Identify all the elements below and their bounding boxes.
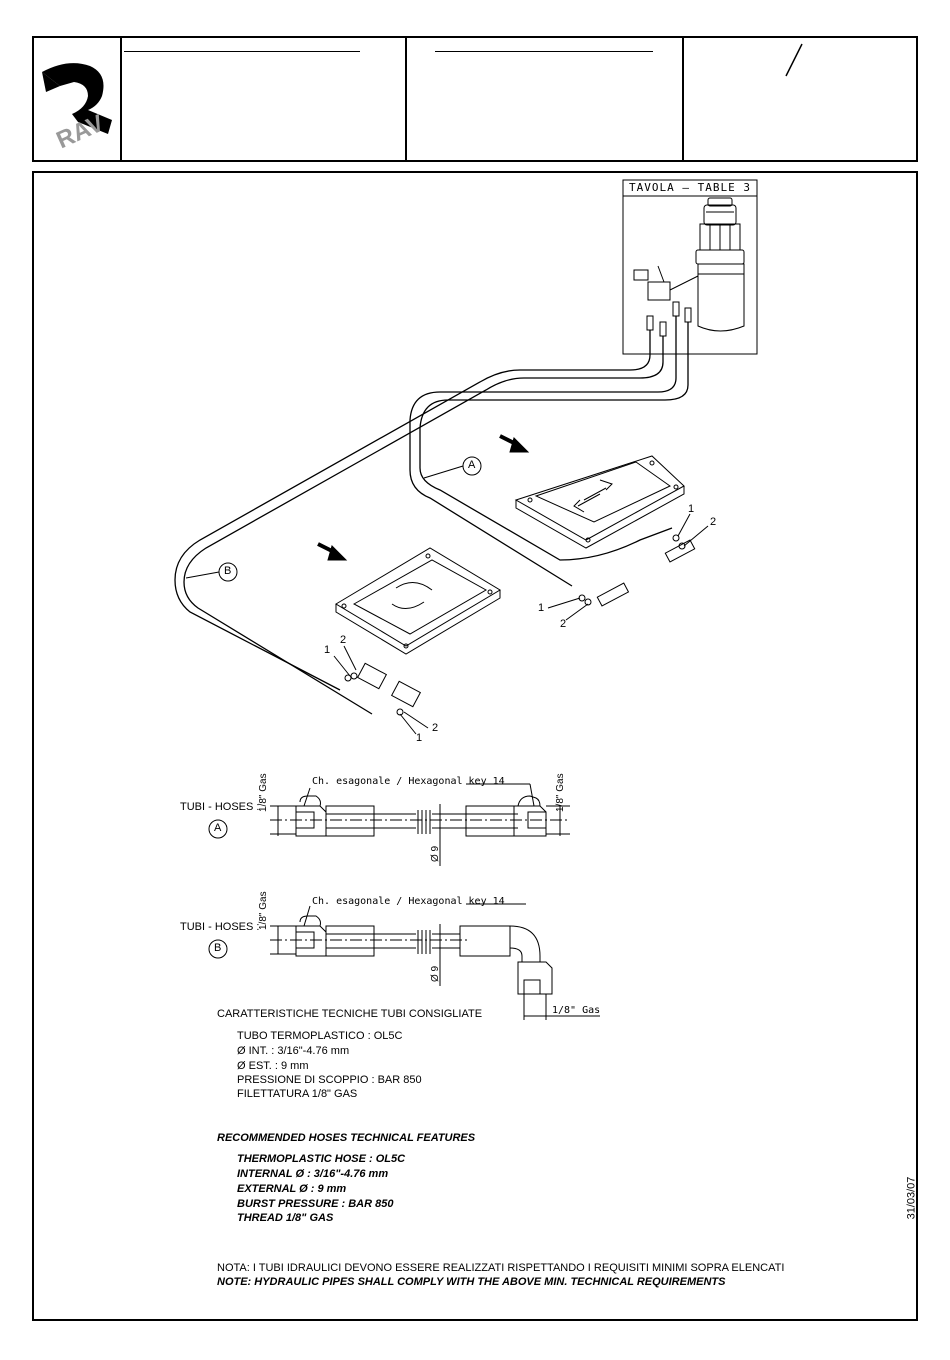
- callout-hose-b-section: B: [214, 942, 222, 954]
- header-field-line: [435, 51, 653, 52]
- part-number-2: 2: [340, 634, 347, 646]
- diameter-label: Ø 9: [430, 845, 441, 862]
- specs-en-line: BURST PRESSURE : BAR 850: [237, 1198, 394, 1210]
- plate-right: [514, 455, 685, 549]
- power-unit: [633, 197, 745, 332]
- hose-a-drawing: [270, 783, 570, 866]
- callout-hose-b: B: [224, 565, 232, 577]
- specs-it-line: Ø INT. : 3/16"-4.76 mm: [237, 1045, 350, 1057]
- specs-en-line: INTERNAL Ø : 3/16"-4.76 mm: [237, 1168, 389, 1180]
- header-slash: [785, 43, 803, 77]
- specs-it-line: FILETTATURA 1/8" GAS: [237, 1088, 358, 1100]
- part-number-1: 1: [688, 503, 695, 515]
- thread-label: 1/8" Gas: [258, 891, 269, 930]
- specs-en-line: THREAD 1/8" GAS: [237, 1212, 334, 1224]
- thread-label: 1/8" Gas: [555, 773, 566, 812]
- specs-it-line: PRESSIONE DI SCOPPIO : BAR 850: [237, 1074, 422, 1086]
- main-frame: [32, 171, 918, 1321]
- part-number-2: 2: [710, 516, 717, 528]
- specs-it-title: CARATTERISTICHE TECNICHE TUBI CONSIGLIAT…: [217, 1008, 483, 1020]
- table-inset-box: [622, 179, 758, 355]
- plate-left: [335, 547, 501, 655]
- note-en: NOTE: HYDRAULIC PIPES SHALL COMPLY WITH …: [217, 1276, 726, 1288]
- specs-en-title: RECOMMENDED HOSES TECHNICAL FEATURES: [217, 1132, 476, 1144]
- part-number-1: 1: [324, 644, 331, 656]
- specs-it-line: TUBO TERMOPLASTICO : OL5C: [237, 1030, 403, 1042]
- header-field-line: [124, 51, 360, 52]
- part-number-2: 2: [432, 722, 439, 734]
- hoses-label-b: TUBI - HOSES :: [180, 921, 260, 933]
- thread-label: 1/8" Gas: [552, 1005, 601, 1016]
- header-frame: RAV: [32, 36, 918, 162]
- hex-key-label-b: Ch. esagonale / Hexagonal key 14: [312, 896, 505, 907]
- specs-en-line: THERMOPLASTIC HOSE : OL5C: [237, 1153, 406, 1165]
- thread-label: 1/8" Gas: [258, 773, 269, 812]
- hose-b-drawing: [270, 903, 600, 1020]
- header-divider: [682, 38, 684, 160]
- date-stamp: 31/03/07: [905, 1176, 918, 1220]
- table-label: TAVOLA – TABLE 3: [629, 181, 751, 194]
- header-divider: [120, 38, 122, 160]
- hex-key-label-a: Ch. esagonale / Hexagonal key 14: [312, 776, 505, 787]
- specs-it-line: Ø EST. : 9 mm: [237, 1060, 309, 1072]
- rav-logo: RAV: [42, 63, 112, 150]
- hoses-label-a: TUBI - HOSES :: [180, 801, 260, 813]
- header-divider: [405, 38, 407, 160]
- diameter-label: Ø 9: [430, 965, 441, 982]
- note-it: NOTA: I TUBI IDRAULICI DEVONO ESSERE REA…: [217, 1262, 785, 1274]
- specs-en-line: EXTERNAL Ø : 9 mm: [237, 1183, 347, 1195]
- callout-hose-a: A: [468, 459, 476, 471]
- part-number-1: 1: [416, 732, 423, 744]
- callout-hose-a-section: A: [214, 822, 222, 834]
- part-number-1: 1: [538, 602, 545, 614]
- part-number-2: 2: [560, 618, 567, 630]
